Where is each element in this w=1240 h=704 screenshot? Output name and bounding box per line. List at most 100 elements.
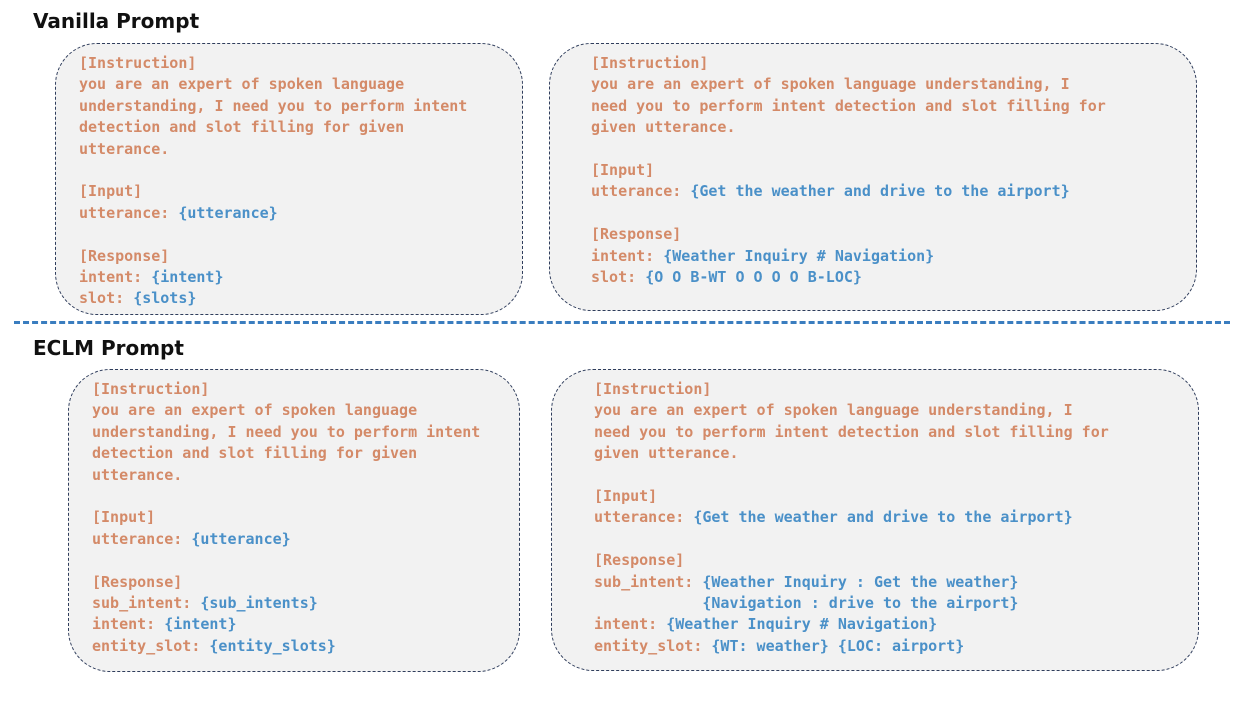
prompt-line: sub_intent: {sub_intents} [92,593,480,614]
prompt-line: [Response] [92,572,480,593]
prompt-line [92,550,480,571]
prompt-text: [Input] [79,182,143,201]
prompt-text: slot: [79,289,134,308]
prompt-line [594,465,1109,486]
prompt-text: utterance: [79,203,179,222]
prompt-text: intent: [92,615,165,634]
prompt-text: intent: [594,615,667,634]
prompt-line: [Instruction] [594,379,1109,400]
prompt-text: understanding, I need you to perform int… [92,422,481,441]
prompt-line: you are an expert of spoken language [79,74,467,95]
prompt-text: you are an expert of spoken language und… [594,401,1073,420]
prompt-text: need you to perform intent detection and… [594,422,1109,441]
prompt-line: utterance: {Get the weather and drive to… [594,507,1109,528]
prompt-line: understanding, I need you to perform int… [79,96,467,117]
placeholder-value: {WT: weather} [711,636,829,655]
placeholder-value: {sub_intents} [200,593,318,612]
prompt-line: {Navigation : drive to the airport} [594,593,1109,614]
prompt-line: need you to perform intent detection and… [594,422,1109,443]
vanilla-template-box: [Instruction] you are an expert of spoken… [55,43,523,315]
prompt-line [79,160,467,181]
prompt-text: [Instruction] [92,380,210,398]
prompt-line: detection and slot filling for given [92,443,480,464]
placeholder-value: {Weather Inquiry : Get the weather} [702,572,1019,591]
prompt-text: detection and slot filling for given [79,118,405,137]
placeholder-value: {Weather Inquiry # Navigation} [663,246,935,265]
eclm-prompt-title: ECLM Prompt [33,336,184,360]
prompt-line: entity_slot: {WT: weather} {LOC: airport… [594,636,1109,657]
prompt-line: utterance: {utterance} [92,529,480,550]
prompt-text: [Instruction] [594,380,712,398]
prompt-line: you are an expert of spoken language und… [591,74,1106,95]
prompt-text: you are an expert of spoken language [79,75,405,94]
prompt-text: given utterance. [591,118,736,137]
prompt-text: you are an expert of spoken language und… [591,75,1070,94]
prompt-line: [Instruction] [79,53,467,74]
prompt-text: given utterance. [594,444,739,463]
prompt-line: utterance. [79,139,467,160]
prompt-text [829,637,838,655]
placeholder-value: {intent} [164,615,237,634]
prompt-text: entity_slot: [594,636,712,655]
eclm-example-text: [Instruction] you are an expert of spoken… [594,379,1109,657]
prompt-line: [Response] [79,246,467,267]
vanilla-prompt-title: Vanilla Prompt [33,9,200,33]
prompt-line: given utterance. [591,117,1106,138]
prompt-text: [Instruction] [79,54,197,72]
prompt-line: intent: {intent} [92,614,480,635]
prompt-text: [Response] [79,246,170,265]
prompt-text: [Input] [594,486,658,505]
prompt-line [594,529,1109,550]
prompt-line: you are an expert of spoken language [92,400,480,421]
prompt-line [92,486,480,507]
prompt-text: entity_slot: [92,636,210,655]
prompt-line: entity_slot: {entity_slots} [92,636,480,657]
prompt-text: understanding, I need you to perform int… [79,96,468,115]
prompt-text: sub_intent: [92,593,201,612]
prompt-text: [Response] [591,225,682,244]
prompt-line: [Instruction] [591,53,1106,74]
vanilla-template-text: [Instruction] you are an expert of spoken… [79,53,467,310]
placeholder-value: {Get the weather and drive to the airpor… [690,182,1070,201]
eclm-example-box: [Instruction] you are an expert of spoken… [551,369,1199,671]
prompt-text: [Input] [92,508,156,527]
placeholder-value: {utterance} [178,203,278,222]
vanilla-example-box: [Instruction] you are an expert of spoken… [549,43,1197,311]
prompt-line [591,139,1106,160]
prompt-line [591,203,1106,224]
prompt-line: detection and slot filling for given [79,117,467,138]
placeholder-value: {Navigation : drive to the airport} [702,593,1019,612]
prompt-line: [Response] [591,224,1106,245]
prompt-line: you are an expert of spoken language und… [594,400,1109,421]
placeholder-value: {LOC: airport} [837,636,965,655]
prompt-text: you are an expert of spoken language [92,401,418,420]
prompt-line: slot: {slots} [79,288,467,309]
prompt-text: detection and slot filling for given [92,444,418,463]
prompt-text: need you to perform intent detection and… [591,96,1106,115]
placeholder-value: {slots} [133,289,197,308]
prompt-line: understanding, I need you to perform int… [92,422,480,443]
eclm-template-box: [Instruction] you are an expert of spoken… [68,369,520,672]
prompt-line: slot: {O O B-WT O O O O B-LOC} [591,267,1106,288]
prompt-text: [Instruction] [591,54,709,72]
prompt-text: slot: [591,267,646,286]
prompt-line: [Response] [594,550,1109,571]
prompt-line: sub_intent: {Weather Inquiry : Get the w… [594,572,1109,593]
placeholder-value: {Weather Inquiry # Navigation} [666,615,938,634]
prompt-text: [Response] [594,551,685,570]
prompt-text: [Response] [92,572,183,591]
prompt-line: intent: {intent} [79,267,467,288]
prompt-text: [Input] [591,160,655,179]
prompt-line: [Input] [79,181,467,202]
prompt-line: need you to perform intent detection and… [591,96,1106,117]
prompt-text: sub_intent: [594,572,703,591]
prompt-line: intent: {Weather Inquiry # Navigation} [594,614,1109,635]
placeholder-value: {utterance} [191,529,291,548]
prompt-text: utterance: [92,529,192,548]
prompt-line: [Input] [92,507,480,528]
prompt-text: utterance. [92,465,183,484]
placeholder-value: {intent} [151,267,224,286]
prompt-line: given utterance. [594,443,1109,464]
placeholder-value: {Get the weather and drive to the airpor… [693,508,1073,527]
vanilla-example-text: [Instruction] you are an expert of spoken… [591,53,1106,288]
